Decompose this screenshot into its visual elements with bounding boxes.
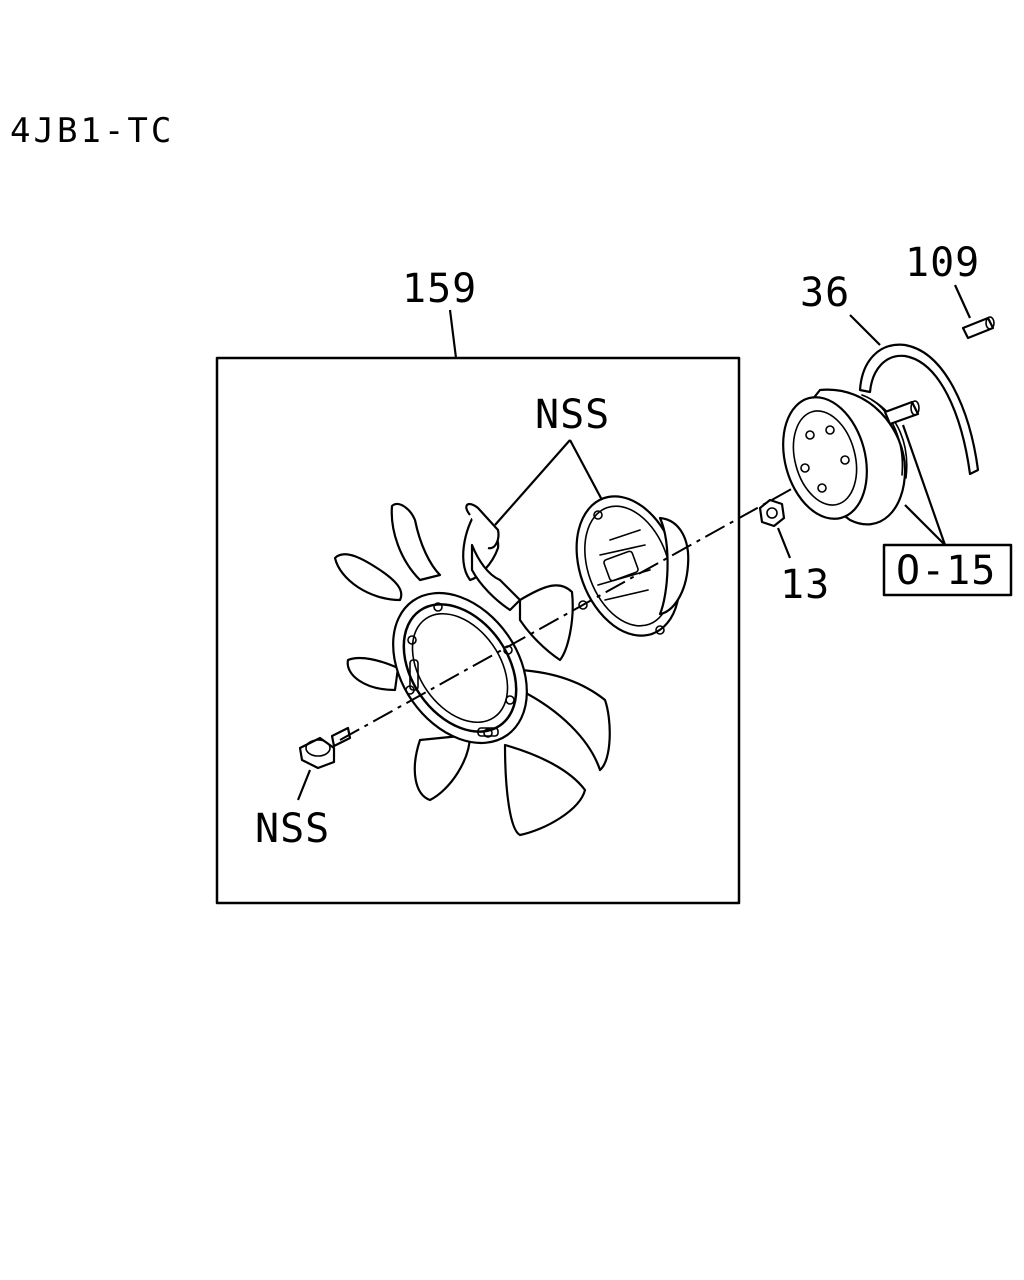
fan-blades (333, 502, 611, 837)
assembly-box (215, 356, 741, 905)
fan-clutch (575, 495, 690, 637)
leader-109 (953, 284, 972, 319)
model-title: 4JB1-TC (10, 111, 174, 151)
label-109: 109 (905, 240, 980, 286)
leader-159 (448, 309, 458, 359)
leader-nss-clutch (569, 439, 603, 501)
water-pump-pulley (782, 388, 908, 526)
leader-nss-bolt (296, 769, 312, 801)
label-159: 159 (402, 266, 477, 312)
reference-box (882, 543, 1013, 597)
leader-o15-b (904, 504, 946, 546)
fan-belt-36 (858, 343, 980, 476)
axis-centerline (339, 461, 841, 741)
leader-nss-fan (494, 439, 571, 526)
label-nss-bolt: NSS (255, 806, 330, 852)
nut-13 (758, 498, 786, 528)
leader-o15-a (901, 424, 947, 546)
leader-13 (776, 527, 792, 559)
stud-109 (961, 316, 995, 340)
fan-bolt (298, 726, 352, 770)
label-o15: O-15 (896, 548, 996, 594)
leader-36 (849, 314, 881, 346)
label-36: 36 (800, 270, 850, 316)
label-13: 13 (780, 562, 830, 608)
pulley-stud (883, 400, 920, 426)
label-nss-clutch: NSS (535, 392, 610, 438)
